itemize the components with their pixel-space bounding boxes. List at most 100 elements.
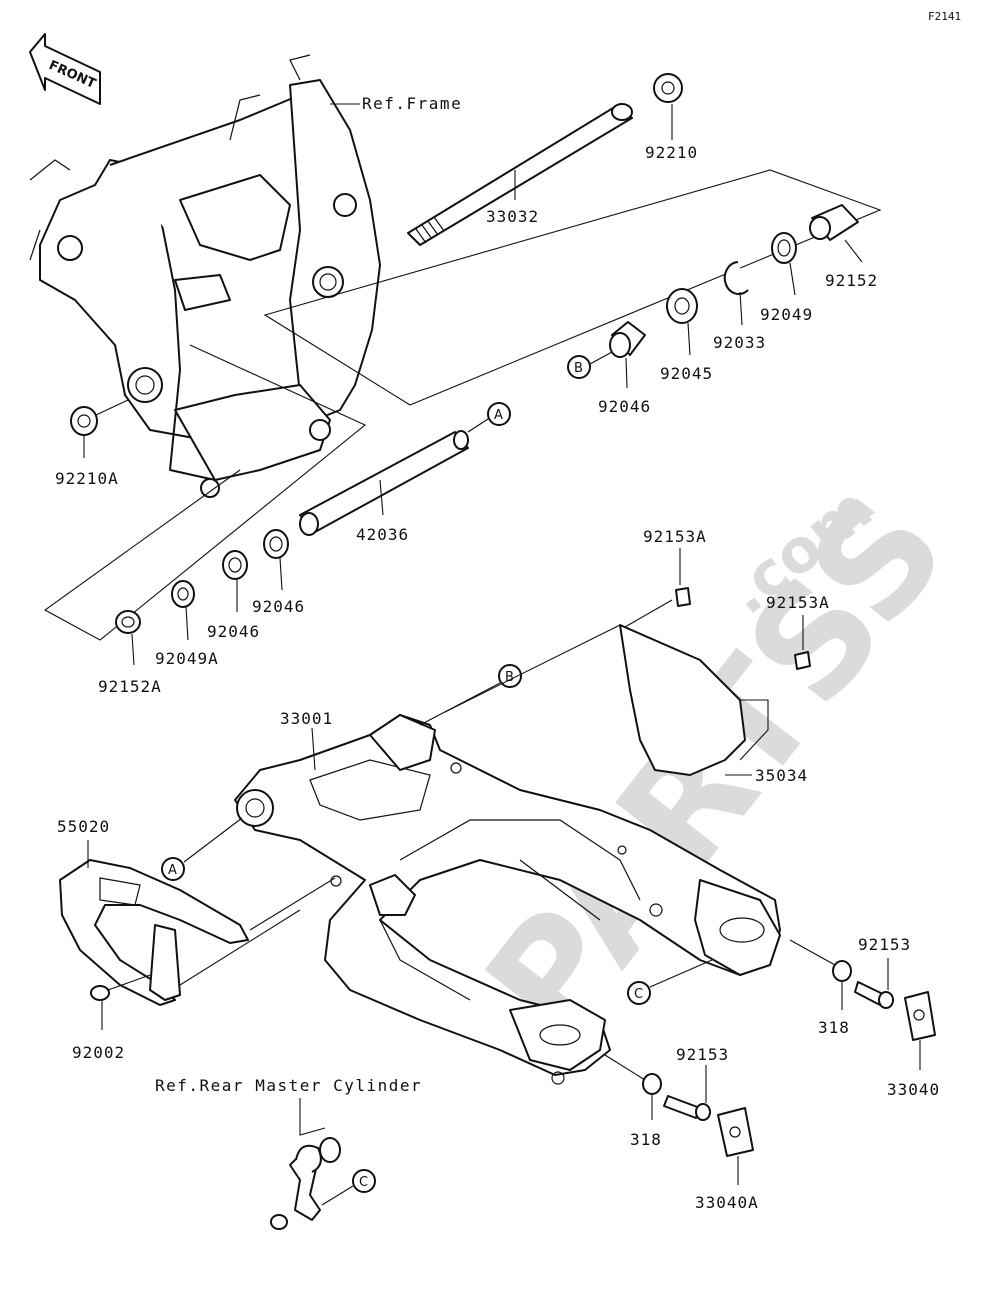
callout-c-bottom: C (359, 1175, 368, 1190)
leader-right-adjuster (789, 939, 836, 966)
pivot-shaft-thread (415, 216, 445, 244)
callout-c-bubble-mid (627, 981, 651, 1005)
callout-c-mid: C (634, 987, 643, 1002)
frame-cross-tube (174, 274, 231, 311)
frame-hole-bottom (200, 478, 220, 498)
part-label-33040: 33040 (887, 1080, 940, 1099)
leader-b-top (589, 351, 613, 365)
bolt-92002-head (90, 985, 110, 1001)
adjuster-plate-33040-hole (913, 1009, 925, 1021)
needle-bearing-92046-1 (263, 529, 289, 559)
swingarm-33001 (234, 714, 781, 1085)
sleeve-42036 (299, 430, 469, 536)
frame-pivot-right-inner (319, 273, 337, 291)
part-label-42036: 42036 (356, 525, 409, 544)
collar-92152A-hole (121, 616, 135, 628)
brake-hose-clamp-loop (295, 1144, 322, 1173)
part-label-35034: 35034 (755, 766, 808, 785)
part-label-318-bottom: 318 (630, 1130, 662, 1149)
front-arrow: FRONT (29, 33, 101, 105)
leader-92210A (95, 399, 129, 416)
bolt-92153A-1-body (675, 587, 691, 607)
adjuster-plate-33040A-hole (729, 1126, 741, 1138)
collar-92152A (115, 610, 141, 634)
callout-c-bubble-bottom (352, 1169, 376, 1193)
callout-a-top: A (494, 408, 503, 423)
leader-92046-1 (279, 557, 283, 591)
collar-92152-end (809, 216, 831, 240)
leader-92033 (739, 291, 743, 326)
part-label-92046-2: 92046 (207, 622, 260, 641)
swingarm-axle-slot-bracket (369, 874, 416, 916)
adjuster-plate-33040 (904, 991, 936, 1041)
part-label-33001: 33001 (280, 709, 333, 728)
frame-drawing (29, 54, 381, 498)
bearing-92045-hole (674, 297, 690, 315)
needle-bearing-2-hole (228, 557, 242, 573)
swingarm-left-end (509, 999, 606, 1071)
sleeve-42036-end (299, 512, 319, 536)
circlip-92033 (723, 261, 749, 295)
bolt-92153-bottom-head (695, 1103, 711, 1121)
frame-center-bracket (179, 174, 291, 261)
bolt-92153-bottom (663, 1095, 711, 1121)
pivot-shaft-33032 (407, 103, 633, 246)
leader-92152A (131, 633, 135, 666)
frame-pivot-right (312, 266, 344, 298)
part-label-92033: 92033 (713, 333, 766, 352)
swingarm-upper-boss (369, 714, 436, 771)
right-stack-box (263, 169, 882, 406)
frame-pivot-left (127, 367, 163, 403)
leader-92049A (185, 606, 189, 641)
frame-left-plate (39, 159, 221, 481)
frame-hole-upper (57, 235, 83, 261)
seal-92049A-hole (177, 587, 189, 601)
needle-bearing-b-end (609, 332, 631, 358)
bolt-92153-right-head (878, 991, 894, 1009)
chain-guide-bracket (149, 924, 181, 1001)
nut-318-bottom (642, 1073, 662, 1095)
chain-guard-35034 (619, 624, 746, 776)
brake-hose-clamp-bolt (270, 1214, 288, 1230)
bolt-92153A-2 (794, 651, 811, 670)
part-label-92049: 92049 (760, 305, 813, 324)
leader-bottom-adjuster (604, 1054, 646, 1081)
bolt-92153-bottom-body (663, 1095, 701, 1119)
swingarm-bolt-hole-5 (551, 1071, 565, 1085)
adjuster-plate-33040A-body (717, 1107, 754, 1157)
swingarm-upper-recess (309, 759, 431, 821)
callout-b-bubble-top (567, 355, 591, 379)
front-arrow-shape (29, 33, 101, 105)
part-label-55020: 55020 (57, 817, 110, 836)
part-label-92046-1: 92046 (252, 597, 305, 616)
pivot-shaft-body (407, 104, 633, 246)
frame-outline-left (29, 54, 311, 261)
leader-b-to-cover (444, 624, 621, 713)
nut-92210-body (653, 73, 683, 103)
callout-b-top: B (574, 361, 583, 376)
frame-pivot-left-inner (135, 375, 155, 395)
callout-a-bubble-mid (161, 857, 185, 881)
seal-92049-hole (777, 239, 791, 257)
ref-rear-master-cylinder-label: Ref.Rear Master Cylinder (155, 1076, 422, 1095)
swingarm-bolt-hole-4 (649, 903, 663, 917)
brake-hose-clamp (270, 1137, 341, 1230)
leader-92045 (687, 322, 691, 356)
nut-92210A (70, 406, 98, 436)
adjuster-plate-33040-body (904, 991, 936, 1041)
part-label-33032: 33032 (486, 207, 539, 226)
swingarm-bolt-hole-1 (450, 762, 462, 774)
figure-code: F2141 (928, 10, 961, 23)
part-label-92153A-2: 92153A (766, 593, 830, 612)
part-label-92049A: 92049A (155, 649, 219, 668)
needle-bearing-1-hole (269, 536, 283, 552)
swingarm-left-slot (539, 1024, 581, 1046)
leader-rear-master-cylinder (299, 1098, 326, 1136)
leader-92046-b (625, 357, 628, 389)
collar-92152 (809, 204, 859, 241)
frame-right-plate (289, 79, 381, 421)
bolt-92153A-1 (675, 587, 691, 607)
watermark-brand: PARTSS (454, 464, 981, 1070)
needle-bearing-1-body (263, 529, 289, 559)
adjuster-plate-33040A (717, 1107, 754, 1157)
